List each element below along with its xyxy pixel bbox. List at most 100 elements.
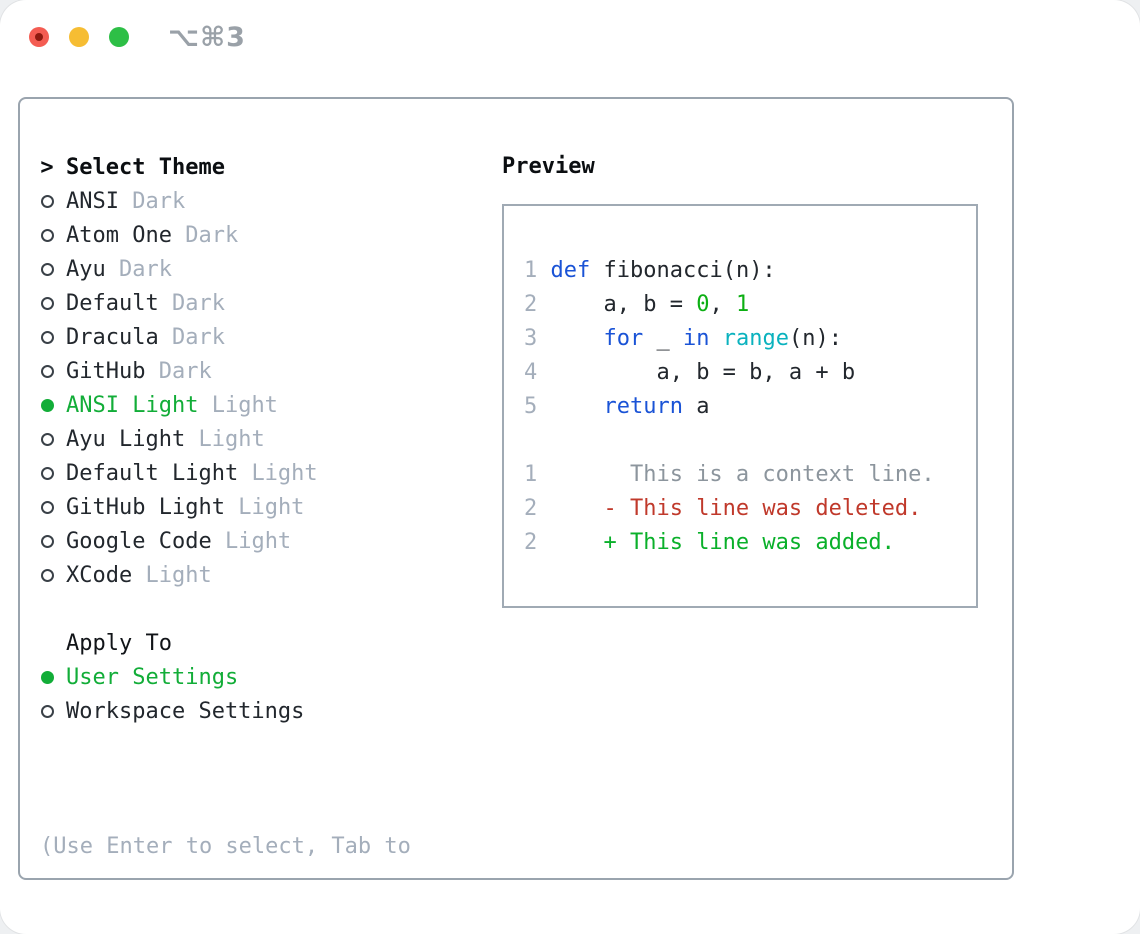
apply-to-list: User Settings Workspace Settings	[40, 660, 411, 728]
radio-icon	[40, 194, 54, 208]
preview-title: Preview	[502, 154, 595, 179]
code-segment	[709, 326, 722, 351]
theme-option-tag: Light	[238, 494, 305, 520]
hint-text-line-1: (Use Enter to select, Tab to	[40, 834, 411, 859]
line-number: 1	[524, 258, 538, 283]
theme-option-label: Ayu Light	[66, 426, 186, 452]
radio-icon	[40, 466, 54, 480]
line-number: 3	[524, 326, 538, 351]
preview-section: Preview 1 def fibonacci(n):2 a, b = 0, 1…	[502, 150, 980, 608]
code-segment: This is a context line.	[537, 462, 935, 487]
theme-option[interactable]: Ayu Light Light	[40, 422, 411, 456]
code-line: 5 return a	[524, 390, 956, 424]
spacer	[40, 592, 411, 626]
code-segment: - This line was deleted.	[537, 496, 922, 521]
code-segment: for	[603, 326, 644, 351]
apply-option-label: User Settings	[66, 664, 239, 690]
theme-option[interactable]: ANSI Dark	[40, 184, 411, 218]
theme-option[interactable]: ANSI Light Light	[40, 388, 411, 422]
theme-list: ANSI Dark Atom One Dark Ayu Dark Default…	[40, 184, 411, 592]
apply-to-title: Apply To	[66, 630, 172, 656]
code-line: 4 a, b = b, a + b	[524, 356, 956, 390]
theme-option-label: Default	[66, 290, 159, 316]
radio-icon	[40, 534, 54, 548]
code-segment: (n):	[788, 326, 842, 351]
theme-option[interactable]: GitHub Dark	[40, 354, 411, 388]
code-segment: def	[550, 258, 591, 283]
title-bar: ⌥⌘3	[0, 0, 1140, 75]
theme-option-label: XCode	[66, 562, 133, 588]
code-line	[524, 424, 956, 458]
radio-icon	[40, 500, 54, 514]
radio-icon	[40, 432, 54, 446]
code-segment	[537, 258, 550, 283]
radio-icon	[40, 296, 54, 310]
theme-option[interactable]: Google Code Light	[40, 524, 411, 558]
theme-option-label: ANSI Light	[66, 392, 199, 418]
line-number: 2	[524, 496, 538, 521]
code-line: 1 def fibonacci(n):	[524, 254, 956, 288]
code-segment: + This line was added.	[537, 530, 895, 555]
code-segment	[537, 394, 603, 419]
code-segment: a, b =	[537, 292, 697, 317]
code-line: 2 + This line was added.	[524, 526, 956, 560]
close-modified-dot-icon	[35, 33, 43, 41]
code-line: 2 a, b = 0, 1	[524, 288, 956, 322]
theme-option-tag: Light	[198, 426, 265, 452]
code-segment: in	[682, 326, 710, 351]
theme-option[interactable]: Dracula Dark	[40, 320, 411, 354]
main-panel: > Select Theme ANSI Dark Atom One Dark A…	[18, 97, 1014, 880]
radio-icon	[40, 330, 54, 344]
line-number: 4	[524, 360, 538, 385]
theme-option-tag: Light	[145, 562, 212, 588]
theme-option-label: Dracula	[66, 324, 159, 350]
theme-option-tag: Dark	[185, 222, 239, 248]
minimize-button[interactable]	[69, 27, 89, 47]
code-segment: a	[682, 394, 710, 419]
theme-option[interactable]: GitHub Light Light	[40, 490, 411, 524]
code-line: 3 for _ in range(n):	[524, 322, 956, 356]
prompt-caret-icon: >	[40, 154, 54, 180]
spacer	[40, 728, 411, 762]
theme-option-label: GitHub Light	[66, 494, 225, 520]
code-segment: a, b = b, a + b	[537, 360, 856, 385]
line-number: 2	[524, 530, 538, 555]
code-segment: 1	[735, 292, 750, 317]
theme-option-tag: Light	[251, 460, 318, 486]
theme-picker: > Select Theme ANSI Dark Atom One Dark A…	[40, 150, 411, 934]
theme-option-tag: Dark	[132, 188, 186, 214]
theme-option-tag: Dark	[171, 324, 225, 350]
theme-option-tag: Dark	[119, 256, 172, 282]
window-shortcut: ⌥⌘3	[168, 22, 246, 53]
theme-option[interactable]: Ayu Dark	[40, 252, 411, 286]
theme-option-label: Default Light	[66, 460, 239, 486]
apply-option-label: Workspace Settings	[66, 698, 305, 724]
radio-icon	[40, 670, 54, 684]
theme-option-label: GitHub	[66, 358, 146, 384]
theme-option-tag: Dark	[171, 290, 225, 316]
close-button[interactable]	[29, 27, 49, 47]
code-line: 2 - This line was deleted.	[524, 492, 956, 526]
radio-icon	[40, 704, 54, 718]
radio-icon	[40, 364, 54, 378]
apply-option[interactable]: User Settings	[40, 660, 411, 694]
theme-option[interactable]: Default Light Light	[40, 456, 411, 490]
zoom-button[interactable]	[109, 27, 129, 47]
theme-option[interactable]: XCode Light	[40, 558, 411, 592]
radio-icon	[40, 568, 54, 582]
theme-option-label: Ayu	[66, 256, 106, 282]
line-number: 2	[524, 292, 538, 317]
theme-option[interactable]: Default Dark	[40, 286, 411, 320]
code-segment: return	[603, 394, 683, 419]
line-number: 5	[524, 394, 538, 419]
radio-icon	[40, 398, 54, 412]
theme-option-label: ANSI	[66, 188, 119, 214]
apply-option[interactable]: Workspace Settings	[40, 694, 411, 728]
picker-title-row: > Select Theme	[40, 150, 411, 184]
theme-option[interactable]: Atom One Dark	[40, 218, 411, 252]
code-segment: fibonacci(n):	[590, 258, 776, 283]
theme-option-label: Google Code	[66, 528, 212, 554]
radio-icon	[40, 228, 54, 242]
theme-option-tag: Dark	[158, 358, 212, 384]
